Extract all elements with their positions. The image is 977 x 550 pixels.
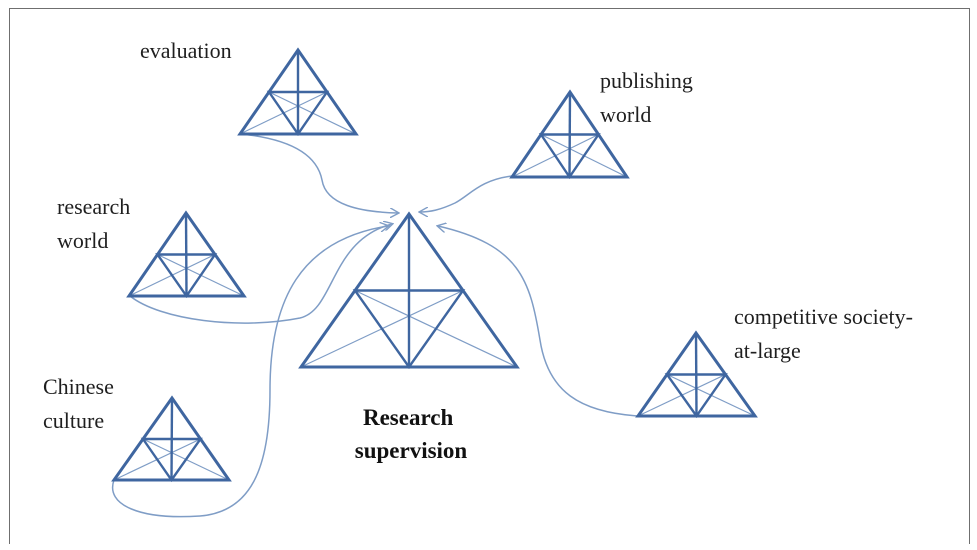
triangles xyxy=(111,47,758,483)
label-chinese-culture: Chinese culture xyxy=(43,374,119,433)
triangle-evaluation xyxy=(237,47,359,137)
connector-competitive-society xyxy=(438,226,639,417)
triangle-competitive-society xyxy=(635,330,758,419)
label-publishing: publishing world xyxy=(600,68,698,127)
node-labels: evaluation publishing world research wor… xyxy=(43,38,919,463)
connector-evaluation xyxy=(240,133,398,213)
triangle-research-world xyxy=(126,210,247,299)
triangle-research-supervision xyxy=(298,211,520,370)
triangle-publishing xyxy=(509,89,630,180)
triangle-chinese-culture xyxy=(111,395,232,483)
connector-research-world xyxy=(129,224,392,324)
connector-chinese-culture xyxy=(111,226,388,518)
label-evaluation: evaluation xyxy=(140,38,232,63)
connector-publishing xyxy=(420,175,513,212)
label-research-supervision: Research supervision xyxy=(355,405,468,463)
label-research-world: research world xyxy=(57,194,136,253)
label-competitive-society: competitive society- at-large xyxy=(734,304,919,363)
connectors xyxy=(111,133,639,518)
